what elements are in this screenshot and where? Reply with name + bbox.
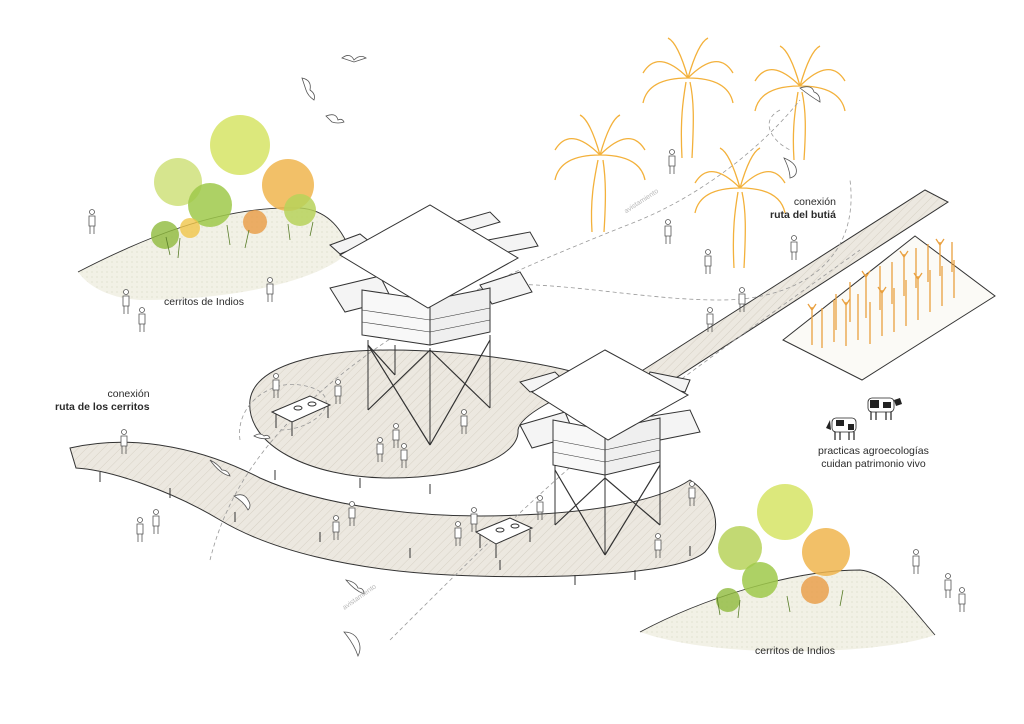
ruta-cerritos-path — [69, 441, 717, 578]
cerrito-hill-bottom — [640, 570, 935, 652]
label-conexion-butia-line1: conexión — [793, 196, 836, 208]
label-conexion-butia-line2: ruta del butiá — [770, 209, 836, 222]
observation-tower-icon — [519, 349, 701, 556]
label-agro-line1: practicas agroecologías — [818, 445, 929, 457]
label-conexion-butia-bold: ruta del butiá — [770, 209, 836, 221]
picnic-table-icon — [270, 395, 534, 558]
wheat-field-plot — [782, 235, 996, 381]
label-agro-line2: cuidan patrimonio vivo — [821, 458, 926, 470]
label-conexion-cerritos-bold: ruta de los cerritos — [55, 401, 150, 413]
cow-icon — [826, 397, 902, 440]
label-cerritos-bottom-text: cerritos de Indios — [755, 645, 835, 657]
label-conexion-cerritos-line1: conexión — [107, 388, 150, 400]
label-agroecologia: practicas agroecologías cuidan patrimoni… — [818, 445, 929, 471]
label-cerritos-top: cerritos de Indios — [164, 296, 244, 309]
vegetation-cluster-top — [151, 115, 316, 259]
palm-tree-icon — [554, 37, 846, 269]
observation-tower-icon — [329, 204, 539, 446]
cerrito-hill-top — [78, 207, 350, 300]
vegetation-cluster-bottom — [716, 484, 850, 619]
label-cerritos-top-text: cerritos de Indios — [164, 296, 244, 308]
bird-icon — [209, 55, 821, 658]
wheat-field-icon — [807, 238, 955, 348]
label-conexion-butia: conexión ruta del butiá — [770, 196, 836, 222]
label-conexion-cerritos-line2: ruta de los cerritos — [55, 401, 150, 414]
label-cerritos-bottom: cerritos de Indios — [755, 645, 835, 658]
label-conexion-cerritos: conexión ruta de los cerritos — [55, 388, 150, 414]
deck-posts — [99, 470, 691, 585]
person-icon — [88, 149, 966, 612]
